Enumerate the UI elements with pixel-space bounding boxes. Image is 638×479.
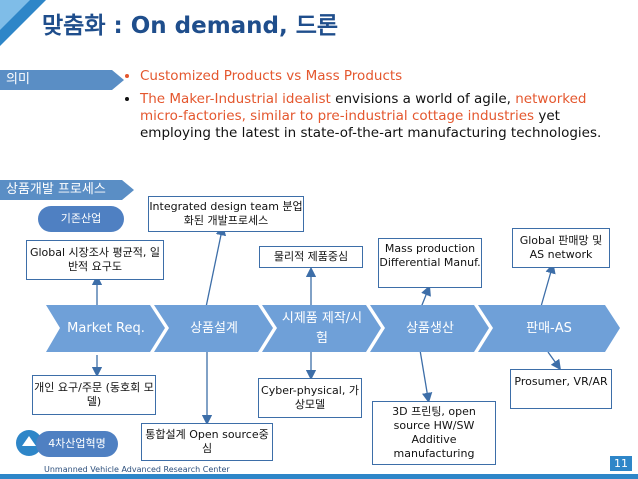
- box-production-existing: Mass production Differential Manuf.: [378, 238, 482, 288]
- arrow-production-down: [419, 349, 433, 404]
- page-number: 11: [610, 456, 632, 471]
- logo-text: Unmanned Vehicle Advanced Research Cente…: [44, 465, 230, 474]
- tag-process-label: 상품개발 프로세스: [6, 182, 106, 197]
- box-sales-4th: Prosumer, VR/AR: [510, 369, 612, 409]
- box-production-4th: 3D 프린팅, open source HW/SW Additive manuf…: [372, 401, 496, 465]
- tag-meaning-label: 의미: [6, 72, 30, 87]
- box-proto-4th: Cyber-physical, 가상모델: [258, 378, 362, 418]
- step-shape-1: [46, 305, 165, 352]
- footer-bar: [0, 474, 638, 479]
- box-design-existing: Integrated design team 분업화된 개발프로세스: [148, 196, 304, 232]
- box-market-4th: 개인 요구/주문 (동호회 모델): [32, 375, 156, 415]
- step-design: 상품설계: [190, 320, 238, 336]
- box-proto-existing: 물리적 제품중심: [259, 246, 363, 268]
- bullet-1: Customized Products vs Mass Products: [140, 68, 627, 85]
- pill-fourth-industry: 4차산업혁명: [36, 431, 118, 457]
- box-sales-existing: Global 판매망 및 AS network: [512, 228, 610, 268]
- corner-decoration-light: [0, 0, 30, 30]
- step-shape-4: [370, 305, 489, 352]
- step-prototype: 시제품 제작/시험: [281, 310, 363, 346]
- step-shape-5: [478, 305, 620, 352]
- bullet-list: Customized Products vs Mass Products The…: [122, 68, 627, 148]
- step-sales-as: 판매-AS: [526, 320, 572, 336]
- arrow-design-up: [204, 224, 227, 313]
- tag-process: 상품개발 프로세스: [0, 180, 134, 200]
- box-design-4th: 통합설계 Open source중심: [141, 423, 273, 461]
- logo-icon: [14, 428, 44, 458]
- tag-meaning: 의미: [0, 70, 124, 90]
- step-shape-3: [262, 305, 381, 352]
- box-market-existing: Global 시장조사 평균적, 일반적 요구도: [26, 240, 164, 280]
- step-shape-2: [154, 305, 273, 352]
- page-title: 맞춤화 : On demand, 드론: [42, 13, 339, 39]
- step-market-req: Market Req.: [67, 320, 145, 336]
- bullet-2: The Maker-Industrial idealist envisions …: [140, 91, 627, 142]
- arrow-sales-down: [547, 351, 562, 371]
- arrow-sales-up: [539, 263, 556, 311]
- step-production: 상품생산: [406, 320, 454, 336]
- pill-existing-industry: 기존산업: [38, 206, 124, 232]
